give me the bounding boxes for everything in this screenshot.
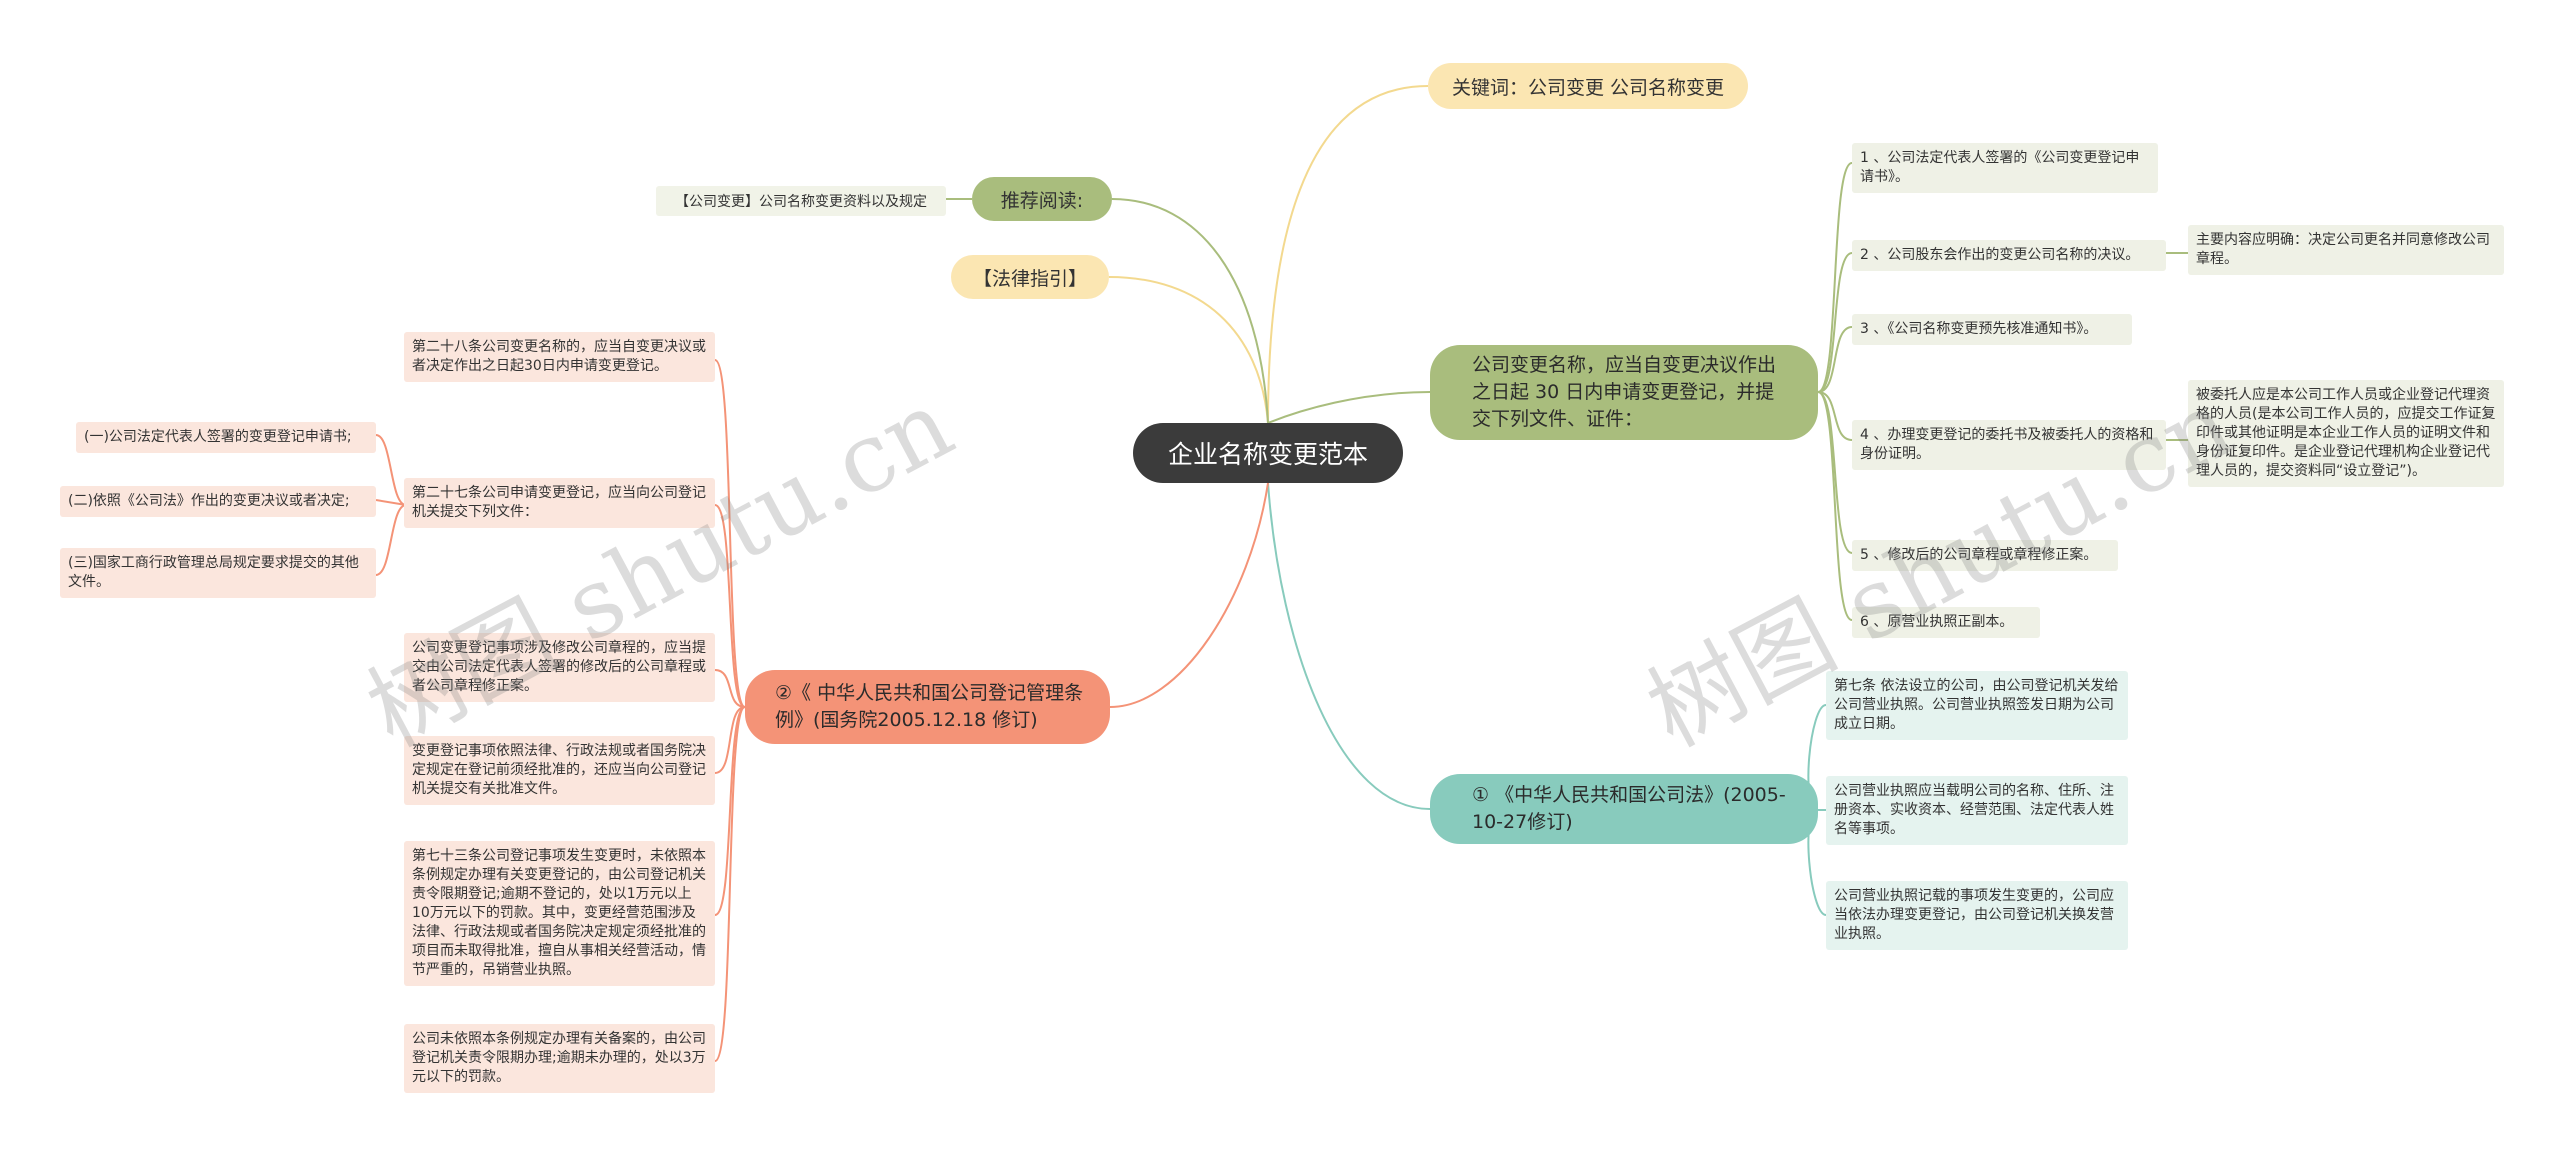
green-item-3[interactable]: 3 、《公司名称变更预先核准通知书》。 xyxy=(1852,314,2132,345)
orange-subitem-2[interactable]: (二)依照《公司法》作出的变更决议或者决定; xyxy=(60,486,376,517)
law-guide-node[interactable]: 【法律指引】 xyxy=(951,255,1109,299)
green-item-1-label: 1 、公司法定代表人签署的《公司变更登记申请书》。 xyxy=(1860,150,2140,185)
teal-branch-node[interactable]: ① 《中华人民共和国公司法》(2005-10-27修订) xyxy=(1430,774,1818,844)
orange-subitem-3[interactable]: (三)国家工商行政管理总局规定要求提交的其他文件。 xyxy=(60,548,376,598)
teal-item-2-label: 公司营业执照应当载明公司的名称、住所、注册资本、实收资本、经营范围、法定代表人姓… xyxy=(1834,783,2114,837)
root-label: 企业名称变更范本 xyxy=(1167,440,1368,469)
green-item-4[interactable]: 4 、办理变更登记的委托书及被委托人的资格和身份证明。 xyxy=(1852,420,2166,470)
green-item-3-label: 3 、《公司名称变更预先核准通知书》。 xyxy=(1860,321,2098,337)
orange-item-4[interactable]: 变更登记事项依照法律、行政法规或者国务院决定规定在登记前须经批准的，还应当向公司… xyxy=(404,736,715,805)
orange-branch-node[interactable]: ②《 中华人民共和国公司登记管理条例》(国务院2005.12.18 修订) xyxy=(745,670,1110,744)
recommend-item-label: 【公司变更】公司名称变更资料以及规定 xyxy=(675,194,927,210)
green-item-5-label: 5 、修改后的公司章程或章程修正案。 xyxy=(1860,547,2098,563)
green-branch-label: 公司变更名称，应当自变更决议作出之日起 30 日内申请变更登记，并提交下列文件、… xyxy=(1472,354,1777,430)
orange-item-2-label: 第二十七条公司申请变更登记，应当向公司登记机关提交下列文件： xyxy=(412,485,706,520)
teal-branch-label: ① 《中华人民共和国公司法》(2005-10-27修订) xyxy=(1472,784,1786,833)
orange-item-5[interactable]: 第七十三条公司登记事项发生变更时，未依照本条例规定办理有关变更登记的，由公司登记… xyxy=(404,841,715,986)
green-branch-node[interactable]: 公司变更名称，应当自变更决议作出之日起 30 日内申请变更登记，并提交下列文件、… xyxy=(1430,345,1818,440)
recommend-label: 推荐阅读: xyxy=(1000,189,1084,212)
green-item-4-detail-label: 被委托人应是本公司工作人员或企业登记代理资格的人员(是本公司工作人员的，应提交工… xyxy=(2196,387,2496,479)
keywords-node[interactable]: 关键词：公司变更 公司名称变更 xyxy=(1428,63,1748,109)
teal-item-2[interactable]: 公司营业执照应当载明公司的名称、住所、注册资本、实收资本、经营范围、法定代表人姓… xyxy=(1826,776,2128,845)
orange-item-3-label: 公司变更登记事项涉及修改公司章程的，应当提交由公司法定代表人签署的修改后的公司章… xyxy=(412,640,706,694)
orange-subitem-1[interactable]: (一)公司法定代表人签署的变更登记申请书; xyxy=(76,422,376,453)
green-item-2[interactable]: 2 、公司股东会作出的变更公司名称的决议。 xyxy=(1852,240,2166,271)
teal-item-3[interactable]: 公司营业执照记载的事项发生变更的，公司应当依法办理变更登记，由公司登记机关换发营… xyxy=(1826,881,2128,950)
orange-subitem-1-label: (一)公司法定代表人签署的变更登记申请书; xyxy=(84,429,352,445)
orange-item-6[interactable]: 公司未依照本条例规定办理有关备案的，由公司登记机关责令限期办理;逾期未办理的，处… xyxy=(404,1024,715,1093)
keywords-label: 关键词：公司变更 公司名称变更 xyxy=(1451,76,1725,99)
teal-item-3-label: 公司营业执照记载的事项发生变更的，公司应当依法办理变更登记，由公司登记机关换发营… xyxy=(1834,888,2114,942)
recommend-item[interactable]: 【公司变更】公司名称变更资料以及规定 xyxy=(656,186,946,216)
orange-subitem-3-label: (三)国家工商行政管理总局规定要求提交的其他文件。 xyxy=(68,555,359,590)
green-item-5[interactable]: 5 、修改后的公司章程或章程修正案。 xyxy=(1852,540,2118,571)
orange-branch-label: ②《 中华人民共和国公司登记管理条例》(国务院2005.12.18 修订) xyxy=(775,682,1084,731)
green-item-4-label: 4 、办理变更登记的委托书及被委托人的资格和身份证明。 xyxy=(1860,427,2154,462)
orange-item-1-label: 第二十八条公司变更名称的，应当自变更决议或者决定作出之日起30日内申请变更登记。 xyxy=(412,339,706,374)
orange-subitem-2-label: (二)依照《公司法》作出的变更决议或者决定; xyxy=(68,493,350,509)
orange-item-6-label: 公司未依照本条例规定办理有关备案的，由公司登记机关责令限期办理;逾期未办理的，处… xyxy=(412,1031,706,1085)
law-guide-label: 【法律指引】 xyxy=(972,267,1087,290)
green-item-6[interactable]: 6 、原营业执照正副本。 xyxy=(1852,607,2040,638)
recommend-node[interactable]: 推荐阅读: xyxy=(972,177,1112,221)
orange-item-4-label: 变更登记事项依照法律、行政法规或者国务院决定规定在登记前须经批准的，还应当向公司… xyxy=(412,743,706,797)
green-item-6-label: 6 、原营业执照正副本。 xyxy=(1860,614,2014,630)
green-item-2-detail[interactable]: 主要内容应明确：决定公司更名并同意修改公司章程。 xyxy=(2188,225,2504,275)
green-item-1[interactable]: 1 、公司法定代表人签署的《公司变更登记申请书》。 xyxy=(1852,143,2158,193)
teal-item-1[interactable]: 第七条 依法设立的公司，由公司登记机关发给公司营业执照。公司营业执照签发日期为公… xyxy=(1826,671,2128,740)
green-item-2-detail-label: 主要内容应明确：决定公司更名并同意修改公司章程。 xyxy=(2196,232,2490,267)
orange-item-3[interactable]: 公司变更登记事项涉及修改公司章程的，应当提交由公司法定代表人签署的修改后的公司章… xyxy=(404,633,715,702)
teal-item-1-label: 第七条 依法设立的公司，由公司登记机关发给公司营业执照。公司营业执照签发日期为公… xyxy=(1834,678,2119,732)
orange-item-2[interactable]: 第二十七条公司申请变更登记，应当向公司登记机关提交下列文件： xyxy=(404,478,715,528)
orange-item-1[interactable]: 第二十八条公司变更名称的，应当自变更决议或者决定作出之日起30日内申请变更登记。 xyxy=(404,332,715,382)
green-item-4-detail[interactable]: 被委托人应是本公司工作人员或企业登记代理资格的人员(是本公司工作人员的，应提交工… xyxy=(2188,380,2504,487)
orange-item-5-label: 第七十三条公司登记事项发生变更时，未依照本条例规定办理有关变更登记的，由公司登记… xyxy=(412,848,706,978)
root-node[interactable]: 企业名称变更范本 xyxy=(1133,423,1403,483)
green-item-2-label: 2 、公司股东会作出的变更公司名称的决议。 xyxy=(1860,247,2140,263)
